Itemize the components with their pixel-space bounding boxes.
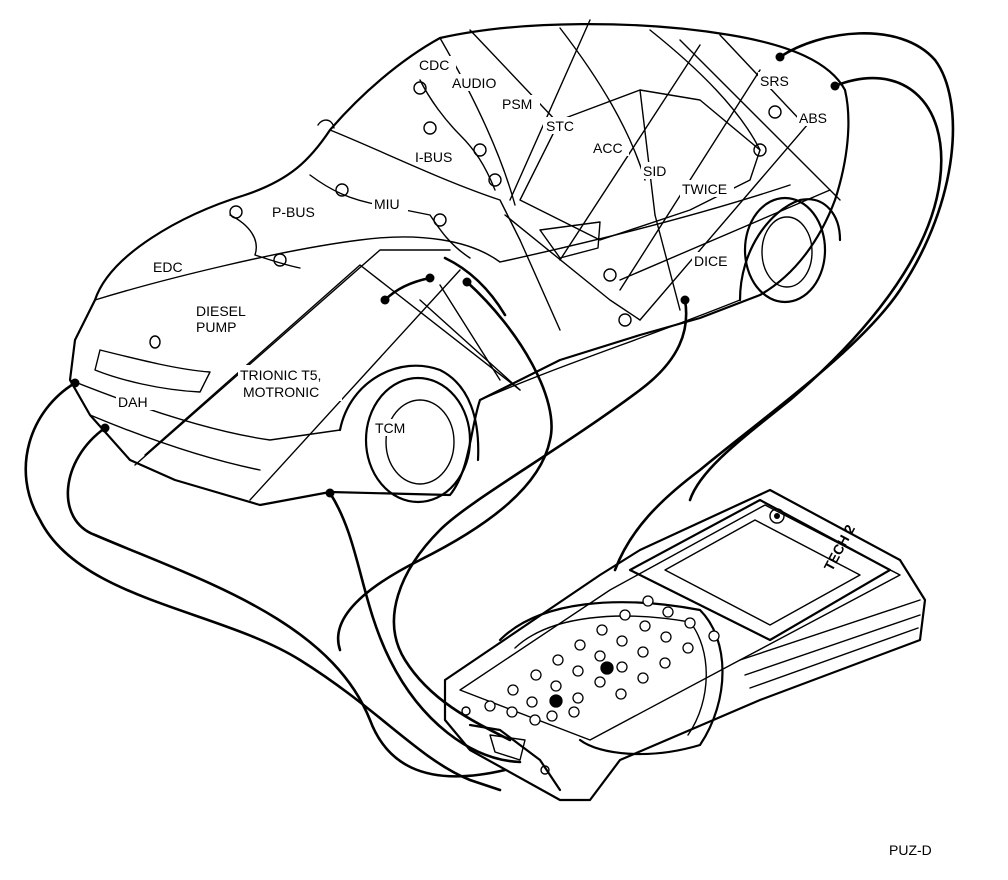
connection-points: [70, 52, 840, 498]
diagnostic-cables: [24, 32, 955, 792]
label-tcm: TCM: [375, 420, 405, 436]
label-cdc: CDC: [419, 57, 449, 73]
tester-key: [594, 650, 606, 662]
tester-key: [552, 654, 564, 666]
connection-dot: [775, 52, 785, 62]
label-dice: DICE: [694, 253, 727, 269]
tester-key: [526, 696, 538, 708]
tester-key: [596, 624, 608, 636]
tester-key: [615, 688, 627, 700]
connection-dot: [380, 295, 390, 305]
tester-key: [660, 631, 672, 643]
tester-key: [708, 630, 720, 642]
tester-key: [530, 669, 542, 681]
tester-key: [642, 595, 654, 607]
tester-key: [639, 620, 651, 632]
tester-key: [637, 672, 649, 684]
tester-key: [572, 665, 584, 677]
tester-key: [637, 646, 649, 658]
tester-key: [682, 642, 694, 654]
tester-key: [659, 657, 671, 669]
label-diesel-pump-line1: DIESEL: [196, 303, 246, 319]
connection-dot: [70, 378, 80, 388]
tester-key: [507, 684, 519, 696]
label-abs: ABS: [799, 110, 827, 126]
tester-key: [572, 692, 584, 704]
diagnostic-tester: TECH 2: [443, 488, 927, 802]
module-labels: CDC AUDIO PSM STC SRS ABS ACC I-BUS SID …: [116, 56, 833, 436]
label-ibus: I-BUS: [415, 149, 452, 165]
tester-key: [594, 676, 606, 688]
tester-key: [662, 606, 674, 618]
tester-key: [506, 706, 518, 718]
connection-dot: [830, 81, 840, 91]
label-pbus: P-BUS: [272, 204, 315, 220]
tester-key-dark: [600, 661, 614, 675]
tester-key: [546, 710, 558, 722]
tester-key: [616, 661, 628, 673]
tester-key: [529, 714, 541, 726]
connection-dot: [325, 488, 335, 498]
tester-brand-text: TECH 2: [821, 522, 859, 574]
tester-key: [568, 706, 580, 718]
label-stc: STC: [546, 118, 574, 134]
label-acc: ACC: [593, 140, 623, 156]
tester-key: [619, 609, 631, 621]
reference-code: PUZ-D: [889, 842, 932, 858]
label-edc: EDC: [153, 259, 183, 275]
label-dah: DAH: [118, 394, 148, 410]
label-sid: SID: [643, 163, 666, 179]
tester-key: [616, 635, 628, 647]
tester-key: [574, 639, 586, 651]
tester-key: [484, 700, 496, 712]
connection-dot: [100, 423, 110, 433]
label-psm: PSM: [502, 96, 532, 112]
label-audio: AUDIO: [452, 75, 496, 91]
network-zone-lines: [134, 19, 841, 501]
label-srs: SRS: [760, 73, 789, 89]
label-motronic-line2: MOTRONIC: [243, 384, 319, 400]
tester-key: [550, 680, 562, 692]
label-trionic-line1: TRIONIC T5,: [240, 367, 321, 383]
tester-keypad: [484, 595, 720, 726]
tester-key: [684, 617, 696, 629]
connection-dot: [462, 277, 472, 287]
tester-key-dark: [549, 694, 563, 708]
connection-dot: [680, 295, 690, 305]
label-twice: TWICE: [682, 181, 727, 197]
connection-dot: [425, 273, 435, 283]
label-miu: MIU: [374, 196, 400, 212]
car-illustration: [68, 23, 850, 507]
label-diesel-pump-line2: PUMP: [196, 319, 236, 335]
